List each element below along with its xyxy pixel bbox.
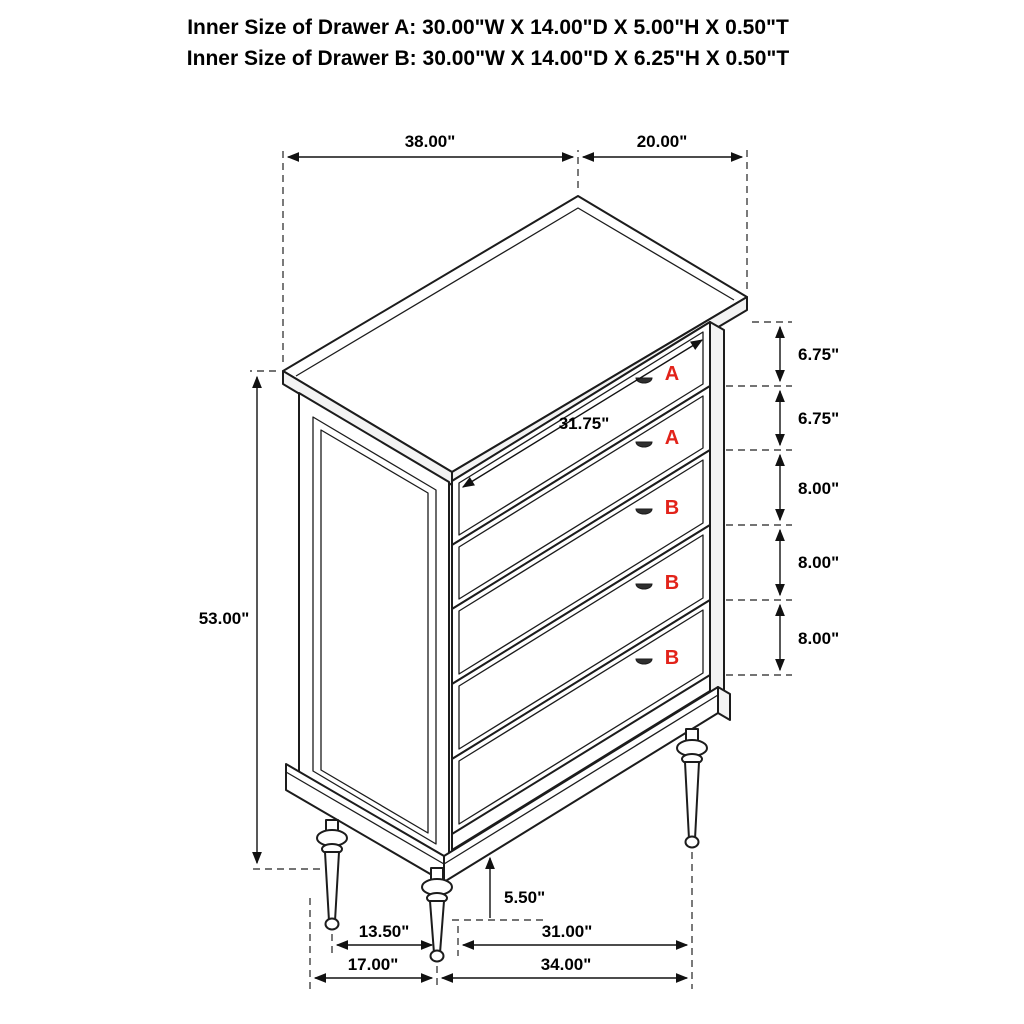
dim-leg-clearance-label: 5.50" (504, 888, 545, 907)
dim-drawer-height-2-label: 6.75" (798, 409, 839, 428)
base-molding (285, 686, 731, 883)
dim-leg-clearance: 5.50" (452, 856, 548, 921)
dim-overall-height-label: 53.00" (199, 609, 250, 628)
dim-base-width: 34.00" (436, 852, 693, 990)
drawer-b-inner-size-text: Inner Size of Drawer B: 30.00"W X 14.00"… (186, 47, 790, 70)
drawer-3-bevel (458, 459, 704, 675)
dim-top-width-label: 38.00" (405, 132, 456, 151)
leg-front-foot (429, 949, 445, 963)
leg-right-foot (684, 835, 700, 849)
dim-line (461, 339, 704, 488)
dim-overall-height: 53.00" (199, 370, 320, 870)
dim-leg-spacing-width: 31.00" (457, 922, 689, 956)
drawer-3-type-label: B (665, 497, 679, 519)
dim-top-depth: 20.00" (581, 132, 748, 289)
dims-drawer-heights: 6.75" 6.75" 8.00" 8.00" 8.00" (726, 321, 839, 676)
leg-right (676, 728, 708, 849)
dim-drawer-height-1-label: 6.75" (798, 345, 839, 364)
leg-front-left-shaft (324, 851, 340, 922)
drawer-5-handle-icon (635, 658, 653, 665)
right-corner-stile (709, 321, 725, 700)
drawer-5-bevel (458, 609, 704, 825)
base-right-edge (717, 686, 731, 721)
dim-drawer-height-5-label: 8.00" (798, 629, 839, 648)
drawer-a-inner-size-text: Inner Size of Drawer A: 30.00"W X 14.00"… (187, 16, 789, 39)
dim-leg-spacing-depth: 13.50" (331, 922, 434, 956)
dim-base-width-label: 34.00" (541, 955, 592, 974)
drawer-4-handle-icon (635, 583, 653, 590)
drawer-4-type-label: B (665, 572, 679, 594)
title-block: Inner Size of Drawer A: 30.00"W X 14.00"… (0, 12, 1000, 74)
dim-top-depth-label: 20.00" (637, 132, 688, 151)
dim-drawer-height-4-label: 8.00" (798, 553, 839, 572)
dim-drawer-front-width: 31.75" (461, 339, 704, 488)
dim-drawer-front-width-label: 31.75" (559, 414, 610, 433)
dim-leg-spacing-width-label: 31.00" (542, 922, 593, 941)
side-panel-recess-inner (320, 429, 429, 834)
base-molding-line-left (285, 771, 445, 865)
dim-drawer-height-3-label: 8.00" (798, 479, 839, 498)
drawer-5 (451, 599, 711, 835)
leg-front-left-foot (324, 917, 340, 931)
drawer-2-type-label: A (665, 427, 679, 449)
dim-leg-spacing-depth-label: 13.50" (359, 922, 410, 941)
side-panel-recess-outer (312, 416, 437, 845)
leg-right-shaft (684, 761, 700, 840)
top-bevel-line (295, 207, 735, 377)
drawer-4-bevel (458, 534, 704, 750)
drawer-labels: A A B B B (665, 363, 679, 669)
leg-front (421, 867, 453, 963)
dim-top-width: 38.00" (282, 132, 579, 362)
drawer-5-type-label: B (665, 647, 679, 669)
dim-base-depth-label: 17.00" (348, 955, 399, 974)
leg-front-shaft (429, 900, 445, 954)
base-molding-line-front (443, 694, 719, 865)
drawer-1-type-label: A (665, 363, 679, 385)
dim-base-depth: 17.00" (309, 898, 434, 989)
drawer-3-handle-icon (635, 508, 653, 515)
leg-front-left (316, 819, 348, 931)
